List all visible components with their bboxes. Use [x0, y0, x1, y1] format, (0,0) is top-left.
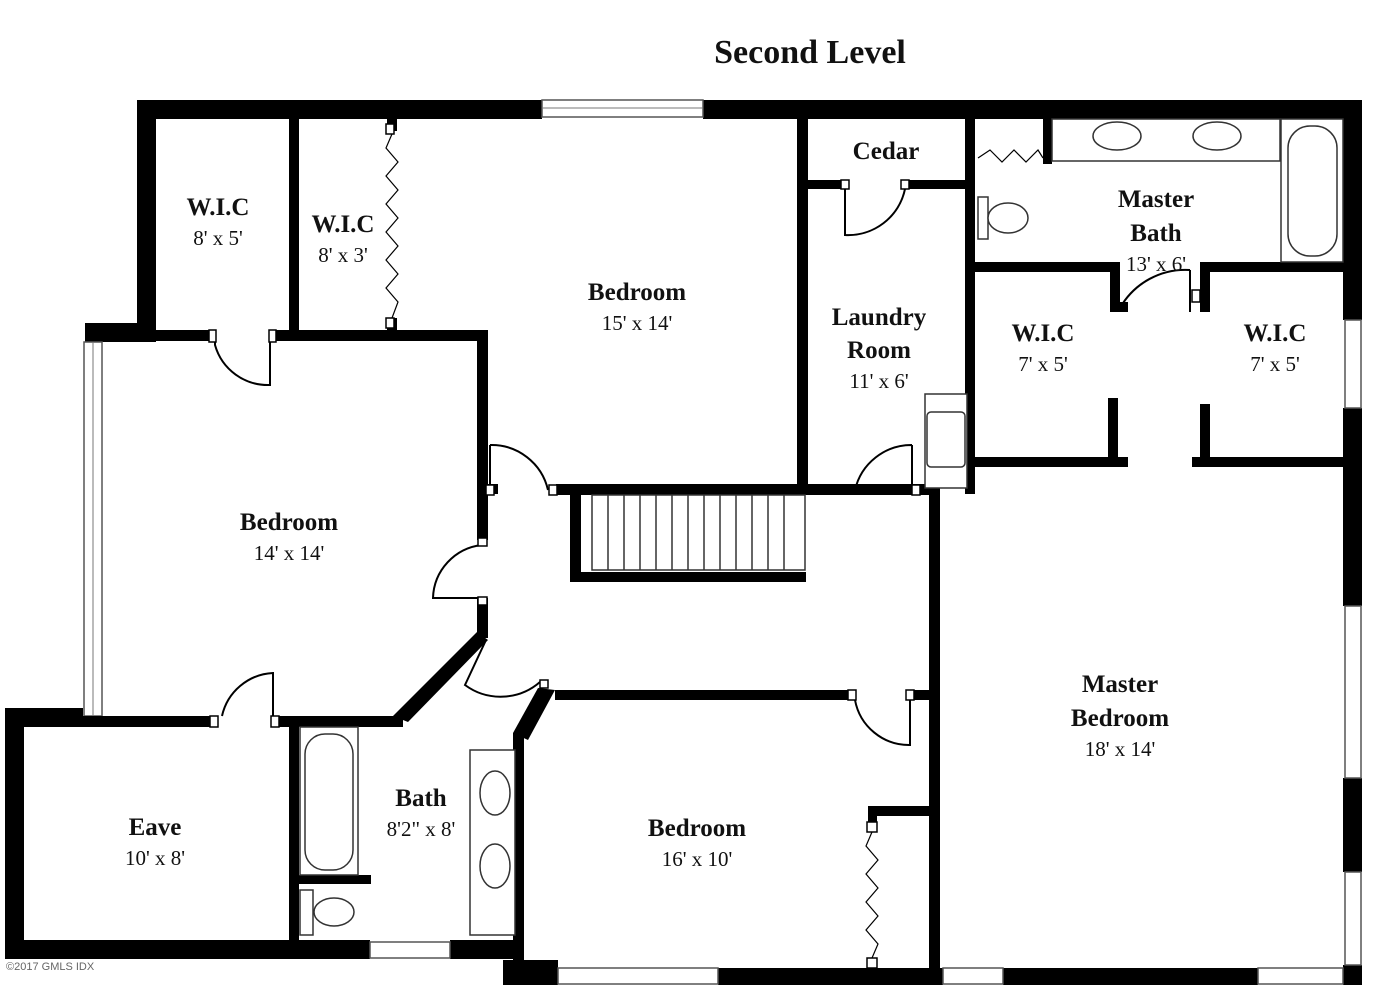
- room-size: 7' x 5': [1250, 352, 1300, 376]
- room-name: W.I.C: [187, 194, 250, 221]
- room-name: Bath: [395, 785, 447, 812]
- sink-icon: [479, 843, 511, 889]
- room-size: 16' x 10': [662, 847, 733, 871]
- bathtub-icon: [1287, 125, 1338, 257]
- room-name: W.I.C: [1012, 320, 1075, 347]
- door-jambs: [208, 123, 1201, 969]
- room-name: Room: [847, 337, 911, 364]
- room-size: 13' x 6': [1126, 252, 1186, 276]
- toilet-icon: [313, 897, 355, 927]
- room-size: 18' x 14': [1085, 737, 1156, 761]
- room-name: Bedroom: [240, 509, 338, 536]
- room-labels: W.I.C 8' x 5' W.I.C 8' x 3' Bedroom 15' …: [125, 138, 1307, 871]
- room-size: 8' x 3': [318, 243, 368, 267]
- room-name: Master: [1118, 186, 1194, 213]
- room-name: Bath: [1130, 220, 1182, 247]
- room-size: 15' x 14': [602, 311, 673, 335]
- staircase: [591, 494, 806, 571]
- toilet-icon: [987, 202, 1029, 234]
- exterior-walls: [5, 100, 1362, 985]
- room-name: W.I.C: [312, 211, 375, 238]
- room-name: Bedroom: [648, 815, 746, 842]
- sink-icon: [1192, 121, 1242, 151]
- bifold-doors: [385, 133, 1044, 959]
- sink-icon: [1092, 121, 1142, 151]
- room-name: Master: [1082, 671, 1158, 698]
- door-swings: [214, 188, 1191, 747]
- copyright-watermark: ©2017 GMLS IDX: [6, 961, 95, 973]
- fixtures: [299, 118, 1344, 936]
- sink-icon: [479, 770, 511, 816]
- room-size: 8'2" x 8': [387, 817, 456, 841]
- room-name: Eave: [129, 814, 182, 841]
- room-size: 8' x 5': [193, 226, 243, 250]
- room-name: W.I.C: [1244, 320, 1307, 347]
- utility-sink-icon: [926, 411, 966, 468]
- room-name: Bedroom: [588, 279, 686, 306]
- bathtub-icon: [304, 733, 354, 871]
- room-name: Laundry: [832, 304, 927, 331]
- room-name: Cedar: [853, 138, 920, 165]
- room-size: 10' x 8': [125, 846, 185, 870]
- room-size: 11' x 6': [849, 369, 908, 393]
- windows: [83, 99, 1362, 985]
- room-name: Bedroom: [1071, 705, 1169, 732]
- plan-title: Second Level: [714, 34, 906, 71]
- room-size: 14' x 14': [254, 541, 325, 565]
- room-size: 7' x 5': [1018, 352, 1068, 376]
